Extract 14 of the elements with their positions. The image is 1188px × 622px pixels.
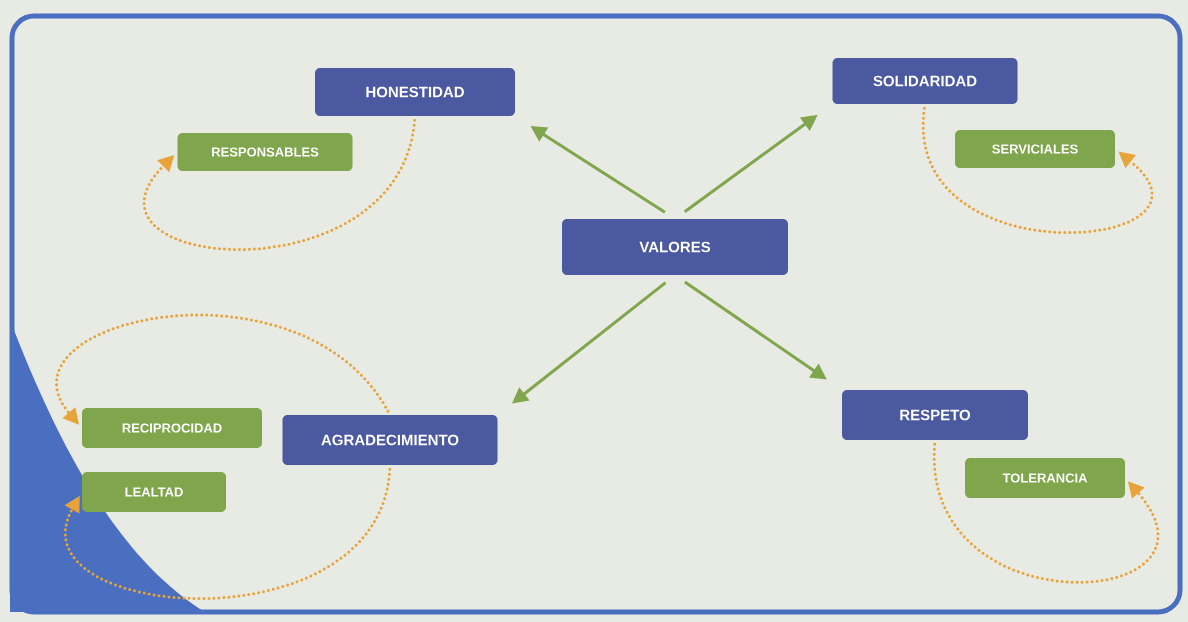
value-box: HONESTIDAD: [315, 68, 515, 116]
arrow: [922, 106, 1153, 234]
arrow: [63, 467, 392, 600]
trait-box: LEALTAD: [82, 472, 226, 512]
trait-box: RECIPROCIDAD: [82, 408, 262, 448]
value-box: SOLIDARIDAD: [832, 58, 1018, 104]
arrow: [933, 442, 1159, 584]
trait-box: TOLERANCIA: [965, 458, 1125, 498]
arrow: [143, 118, 417, 251]
trait-box: SERVICIALES: [955, 130, 1115, 168]
trait-box: RESPONSABLES: [177, 133, 353, 171]
value-box: AGRADECIMIENTO: [282, 415, 498, 465]
value-box: RESPETO: [842, 390, 1028, 440]
value-box: VALORES: [562, 219, 788, 275]
